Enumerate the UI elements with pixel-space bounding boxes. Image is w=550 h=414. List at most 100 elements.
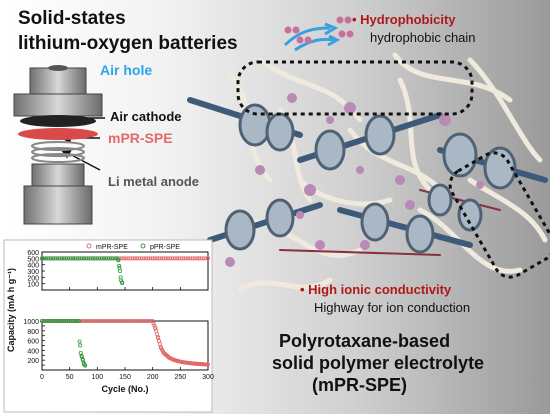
panel-1-ytick-label: 200 — [27, 275, 39, 282]
data-point — [110, 318, 115, 323]
bottom-casing — [23, 163, 93, 225]
data-point — [194, 256, 199, 261]
xtick-label: 100 — [91, 374, 103, 381]
data-point — [115, 318, 120, 323]
data-point — [78, 343, 83, 348]
data-point — [82, 256, 87, 261]
data-point — [146, 256, 151, 261]
data-point — [77, 339, 82, 344]
data-point — [205, 362, 210, 367]
data-point — [53, 256, 58, 261]
legend-label: mPR-SPE — [96, 244, 128, 251]
chart-frame — [3, 239, 213, 413]
data-point — [62, 318, 67, 323]
panel-1-series-pprspe — [40, 256, 125, 286]
data-point — [128, 318, 133, 323]
data-point — [199, 256, 204, 261]
data-point — [117, 318, 122, 323]
data-point — [190, 256, 195, 261]
data-point — [77, 318, 82, 323]
data-point — [88, 256, 93, 261]
data-point — [126, 256, 131, 261]
legend-marker — [86, 243, 92, 249]
data-point — [144, 256, 149, 261]
data-point — [146, 318, 151, 323]
data-point — [168, 256, 173, 261]
data-point — [84, 318, 89, 323]
data-point — [130, 318, 135, 323]
data-point — [132, 318, 137, 323]
legend-label: pPR-SPE — [150, 244, 180, 251]
data-point — [95, 318, 100, 323]
data-point — [118, 268, 123, 273]
data-point — [64, 256, 69, 261]
data-point — [150, 318, 155, 323]
data-point — [95, 256, 100, 261]
panel-1-ytick-label: 300 — [27, 269, 39, 276]
data-point — [84, 256, 89, 261]
data-point — [55, 256, 60, 261]
data-point — [192, 256, 197, 261]
data-point — [139, 318, 144, 323]
data-point — [44, 318, 49, 323]
data-point — [70, 256, 75, 261]
data-point — [90, 318, 95, 323]
data-point — [130, 256, 135, 261]
data-point — [183, 256, 188, 261]
data-point — [175, 256, 180, 261]
data-point — [64, 318, 69, 323]
data-point — [128, 256, 133, 261]
data-point — [106, 318, 111, 323]
data-point — [179, 256, 184, 261]
data-point — [113, 318, 118, 323]
data-point — [152, 256, 157, 261]
data-point — [79, 256, 84, 261]
panel-2-ytick-label: 800 — [27, 329, 39, 336]
data-point — [137, 318, 142, 323]
data-point — [113, 256, 118, 261]
data-point — [197, 256, 202, 261]
electrolyte-layer — [18, 128, 98, 140]
data-point — [86, 318, 91, 323]
xtick-label: 250 — [174, 374, 186, 381]
data-point — [124, 256, 129, 261]
panel-1-ytick-label: 600 — [27, 250, 39, 257]
x-axis-label: Cycle (No.) — [101, 384, 148, 394]
panel-2-ytick-label: 200 — [27, 358, 39, 365]
data-point — [83, 363, 88, 368]
data-point — [119, 256, 124, 261]
data-point — [108, 318, 113, 323]
spring — [31, 141, 85, 163]
data-point — [88, 318, 93, 323]
data-point — [121, 256, 126, 261]
data-point — [181, 256, 186, 261]
title-line-2: lithium-oxygen batteries — [18, 33, 238, 54]
data-point — [110, 256, 115, 261]
data-point — [188, 256, 193, 261]
panel-2-ytick-label: 600 — [27, 339, 39, 346]
data-point — [150, 256, 155, 261]
panel-1-ytick-label: 500 — [27, 256, 39, 263]
ion-highway-highlight-box — [448, 151, 550, 279]
hydrophobicity-desc: hydrophobic chain — [370, 30, 476, 45]
data-point — [68, 318, 73, 323]
data-point — [201, 256, 206, 261]
mpr-spe-label: mPR-SPE — [108, 130, 173, 146]
data-point — [151, 321, 156, 326]
data-point — [141, 256, 146, 261]
li-anode-label: Li metal anode — [108, 174, 200, 189]
data-point — [97, 318, 102, 323]
xtick-label: 150 — [119, 374, 131, 381]
data-point — [159, 256, 164, 261]
data-point — [46, 318, 51, 323]
data-point — [77, 256, 82, 261]
data-point — [51, 318, 56, 323]
y-axis-label: Capacity (mA h g⁻¹) — [6, 268, 16, 352]
data-point — [66, 318, 71, 323]
xtick-label: 300 — [202, 374, 214, 381]
data-point — [93, 318, 98, 323]
data-point — [135, 256, 140, 261]
lithium-ions — [225, 93, 484, 267]
